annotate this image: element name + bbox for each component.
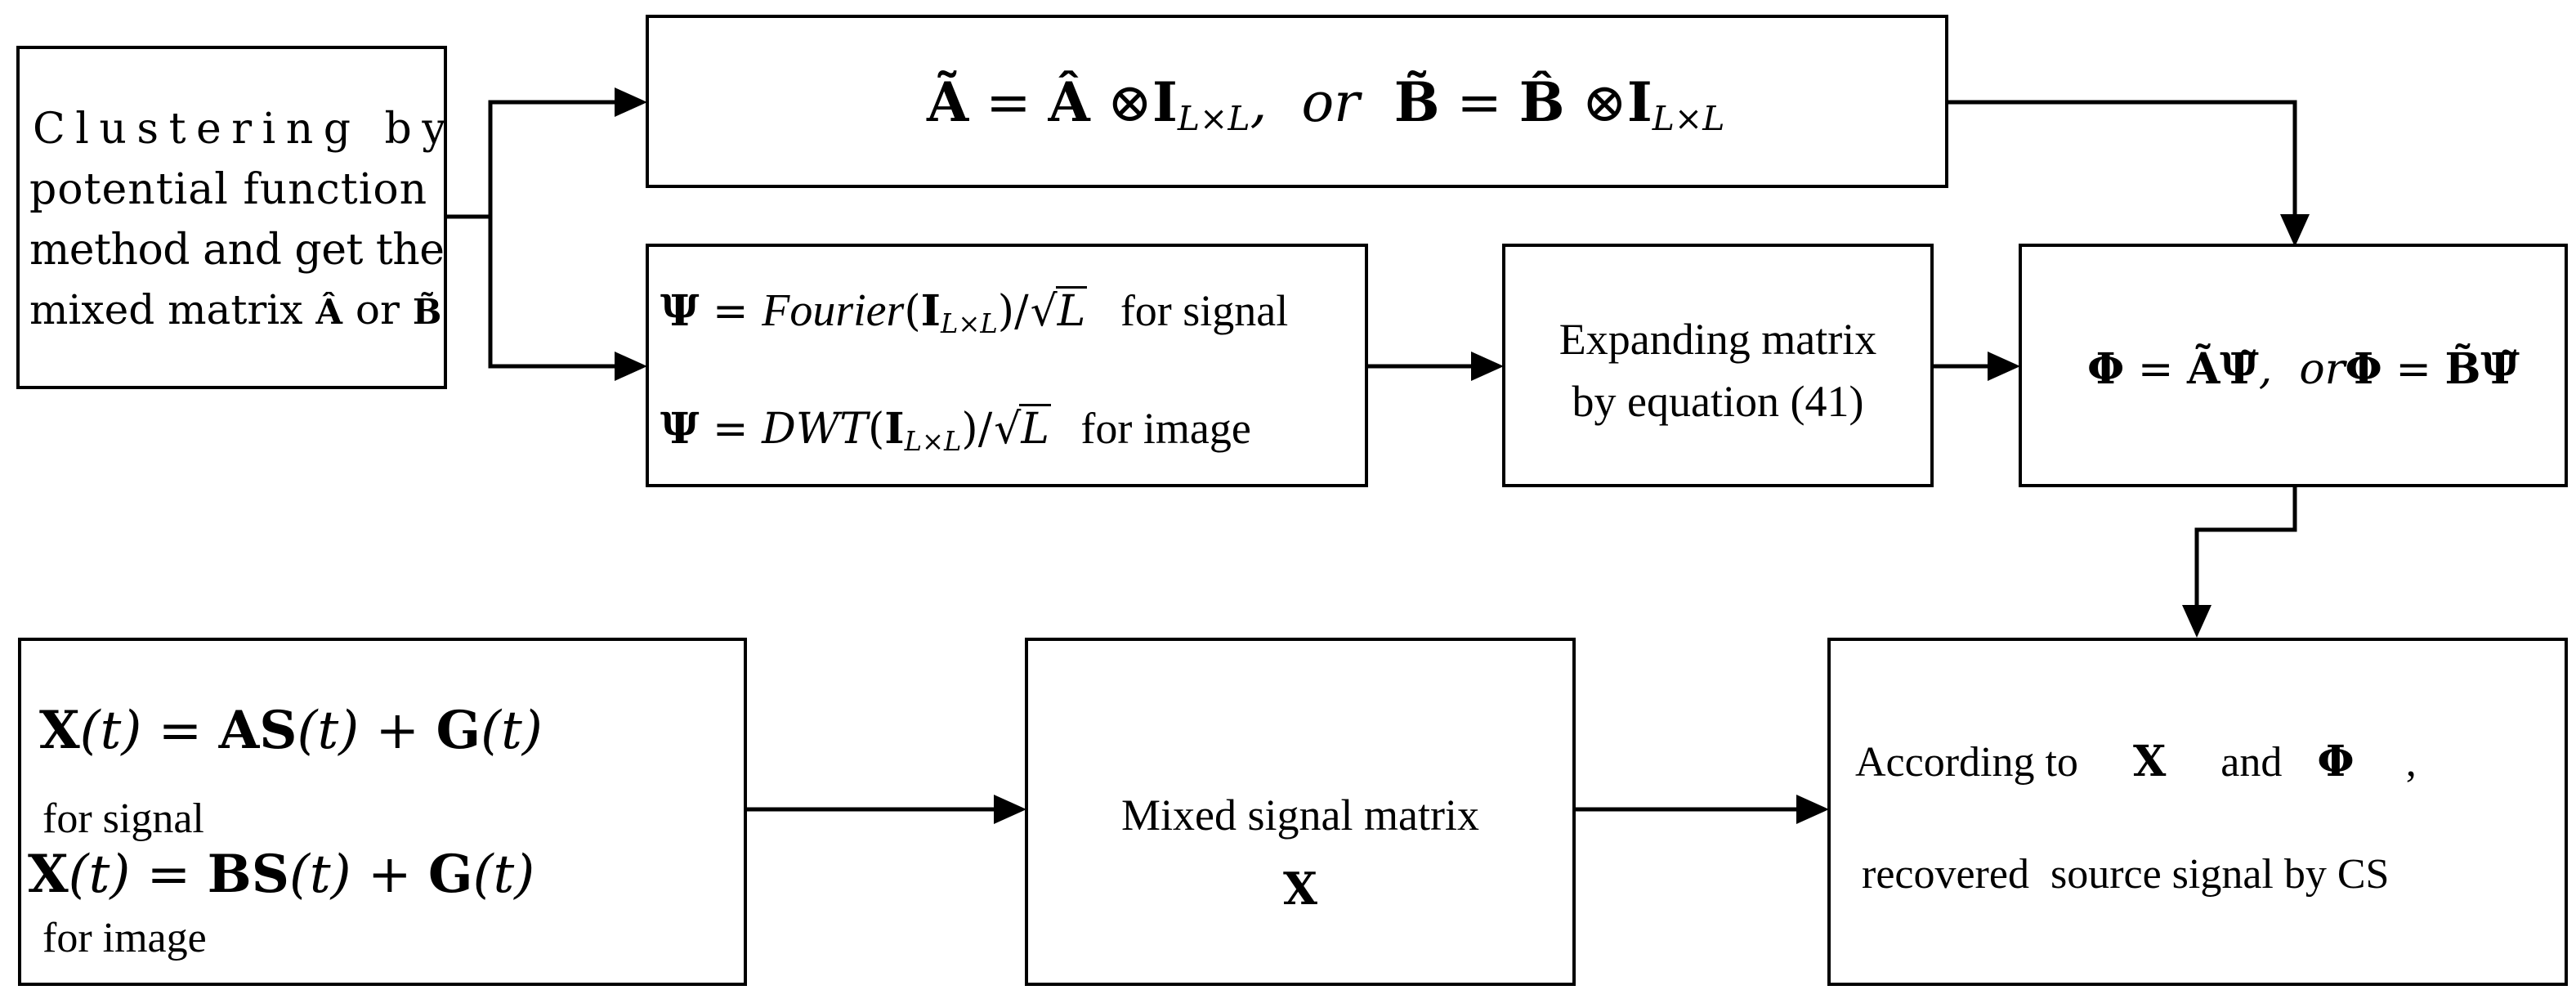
psi-box: Ψ = Fourier(IL×L)/√L for signal Ψ = DWT(… [646, 244, 1368, 487]
kronecker-lhs-b: B̃ [1393, 70, 1440, 134]
kronecker-box: Ã = Â ⊗IL×L, or B̃ = B̂ ⊗IL×L [646, 15, 1948, 188]
arrow-expanding-to-phi [1932, 352, 2020, 381]
psi-identity-2: I [884, 404, 905, 454]
kronecker-sub-1: L×L [1177, 99, 1250, 139]
model-eq1-t2: (t) [297, 701, 360, 761]
model-eq1-x: X [39, 700, 80, 761]
clustering-line-2: potential function [29, 165, 428, 214]
expanding-box: Expanding matrix by equation (41) [1502, 244, 1934, 487]
psi-symbol-1: Ψ [660, 286, 700, 336]
clustering-line-3: method and get the [29, 226, 445, 275]
psi-tail-1: for signal [1120, 286, 1289, 335]
recover-pre: According to [1855, 739, 2078, 786]
psi-tail-2: for image [1080, 404, 1251, 453]
kronecker-lhs-a: Ã [927, 70, 969, 134]
clustering-line-4-text: mixed matrix [29, 286, 303, 334]
recover-comma: , [2405, 739, 2417, 786]
model-eq1-plus: + [375, 701, 420, 761]
phi-comma-or: , or [2258, 345, 2346, 394]
recover-x: X [2132, 737, 2167, 786]
psi-sqrt-2: √L [994, 404, 1051, 454]
model-label-image: for image [42, 915, 207, 961]
arrow-clustering-to-kronecker [444, 87, 647, 219]
model-eq1-t3: (t) [481, 701, 543, 761]
model-eq2-t3: (t) [472, 844, 535, 905]
kronecker-eq-2: = [1456, 71, 1502, 134]
phi-eq-1: = [2137, 345, 2174, 394]
psi-sub-2: L×L [904, 426, 962, 458]
expanding-line-2: by equation (41) [1572, 377, 1864, 426]
arrow-clustering-to-psi [488, 217, 647, 381]
model-eq2-g: G [427, 844, 473, 905]
mixed-box: Mixed signal matrix X [1025, 638, 1576, 986]
model-box: X(t) = AS(t) + G(t) for signal X(t) = BS… [18, 638, 747, 986]
phi-rhs-1: ÃΨ̃ [2186, 344, 2259, 394]
clustering-line-1: Clustering by [33, 105, 457, 154]
kronecker-identity-1: I [1152, 70, 1178, 134]
mixed-symbol-x: X [1283, 862, 1317, 915]
model-eq2-t: (t) [68, 844, 131, 905]
model-eq2-t2: (t) [288, 844, 351, 905]
psi-symbol-2: Ψ [660, 404, 700, 454]
psi-fn-fourier: Fourier [762, 285, 905, 336]
phi-symbol-2: Φ [2345, 344, 2382, 394]
psi-open-2: ( [867, 405, 885, 454]
mixed-label: Mixed signal matrix [1121, 791, 1479, 840]
psi-dwt-line: Ψ = DWT(IL×L)/√L for image [660, 404, 1251, 455]
model-equation-image: X(t) = BS(t) + G(t) [28, 849, 534, 902]
clustering-or: or [355, 286, 400, 334]
psi-open-1: ( [904, 287, 921, 336]
kronecker-otimes-2: ⊗ [1581, 71, 1627, 134]
model-eq2-bs: BS [207, 844, 289, 905]
psi-eq-1: = [713, 287, 749, 336]
psi-identity-1: I [920, 286, 941, 336]
model-eq2-equals: = [146, 844, 191, 905]
recover-phi: Φ [2317, 737, 2355, 786]
psi-fourier-line: Ψ = Fourier(IL×L)/√L for signal [660, 286, 1288, 337]
kronecker-sub-2: L×L [1652, 99, 1725, 139]
phi-eq-2: = [2395, 345, 2431, 394]
kronecker-hat-b: B̂ [1518, 70, 1565, 134]
arrow-phi-to-recover [2182, 486, 2297, 638]
clustering-line-4: mixed matrix Â or B̃ [29, 289, 441, 330]
recover-box: According to X and Φ , recovered source … [1827, 638, 2568, 986]
arrow-kronecker-to-phi [1947, 100, 2310, 247]
kronecker-equation: Ã = Â ⊗IL×L, or B̃ = B̂ ⊗IL×L [927, 75, 1724, 136]
model-label-signal: for signal [42, 795, 204, 842]
phi-equation: Φ = ÃΨ̃, orΦ = B̃Ψ̃ [2087, 345, 2520, 394]
phi-symbol-1: Φ [2087, 344, 2125, 394]
clustering-symbol-b-tilde: B̃ [412, 292, 442, 332]
recover-and: and [2220, 739, 2283, 786]
model-eq2-x: X [28, 844, 69, 905]
psi-eq-2: = [713, 405, 749, 454]
kronecker-comma-or: , or [1250, 71, 1360, 134]
kronecker-eq-1: = [986, 71, 1031, 134]
psi-sub-1: L×L [940, 308, 998, 340]
model-eq1-equals: = [158, 701, 203, 761]
psi-close-1: )/ [997, 287, 1029, 336]
kronecker-identity-2: I [1626, 70, 1652, 134]
kronecker-hat-a: Â [1048, 70, 1090, 134]
recover-line-2: recovered source signal by CS [1862, 851, 2390, 898]
expanding-line-1: Expanding matrix [1559, 315, 1877, 364]
kronecker-otimes-1: ⊗ [1107, 71, 1153, 134]
psi-close-2: )/ [961, 405, 993, 454]
arrow-psi-to-expanding [1366, 352, 1504, 381]
phi-box: Φ = ÃΨ̃, orΦ = B̃Ψ̃ [2019, 244, 2568, 487]
clustering-symbol-a-hat: Â [315, 292, 342, 332]
psi-fn-dwt: DWT [762, 405, 868, 454]
clustering-box: Clustering by potential function method … [16, 46, 447, 389]
phi-rhs-2: B̃Ψ̃ [2444, 344, 2520, 394]
arrow-mixed-to-recover [1574, 795, 1829, 824]
model-eq1-as: AS [218, 700, 297, 761]
arrow-model-to-mixed [745, 795, 1026, 824]
model-equation-signal: X(t) = AS(t) + G(t) [39, 705, 543, 758]
model-eq1-t: (t) [79, 701, 142, 761]
model-eq2-plus: + [367, 844, 412, 905]
model-eq1-g: G [436, 700, 481, 761]
psi-sqrt-1: √L [1030, 286, 1088, 336]
recover-line-1: According to X and Φ , [1855, 741, 2417, 784]
